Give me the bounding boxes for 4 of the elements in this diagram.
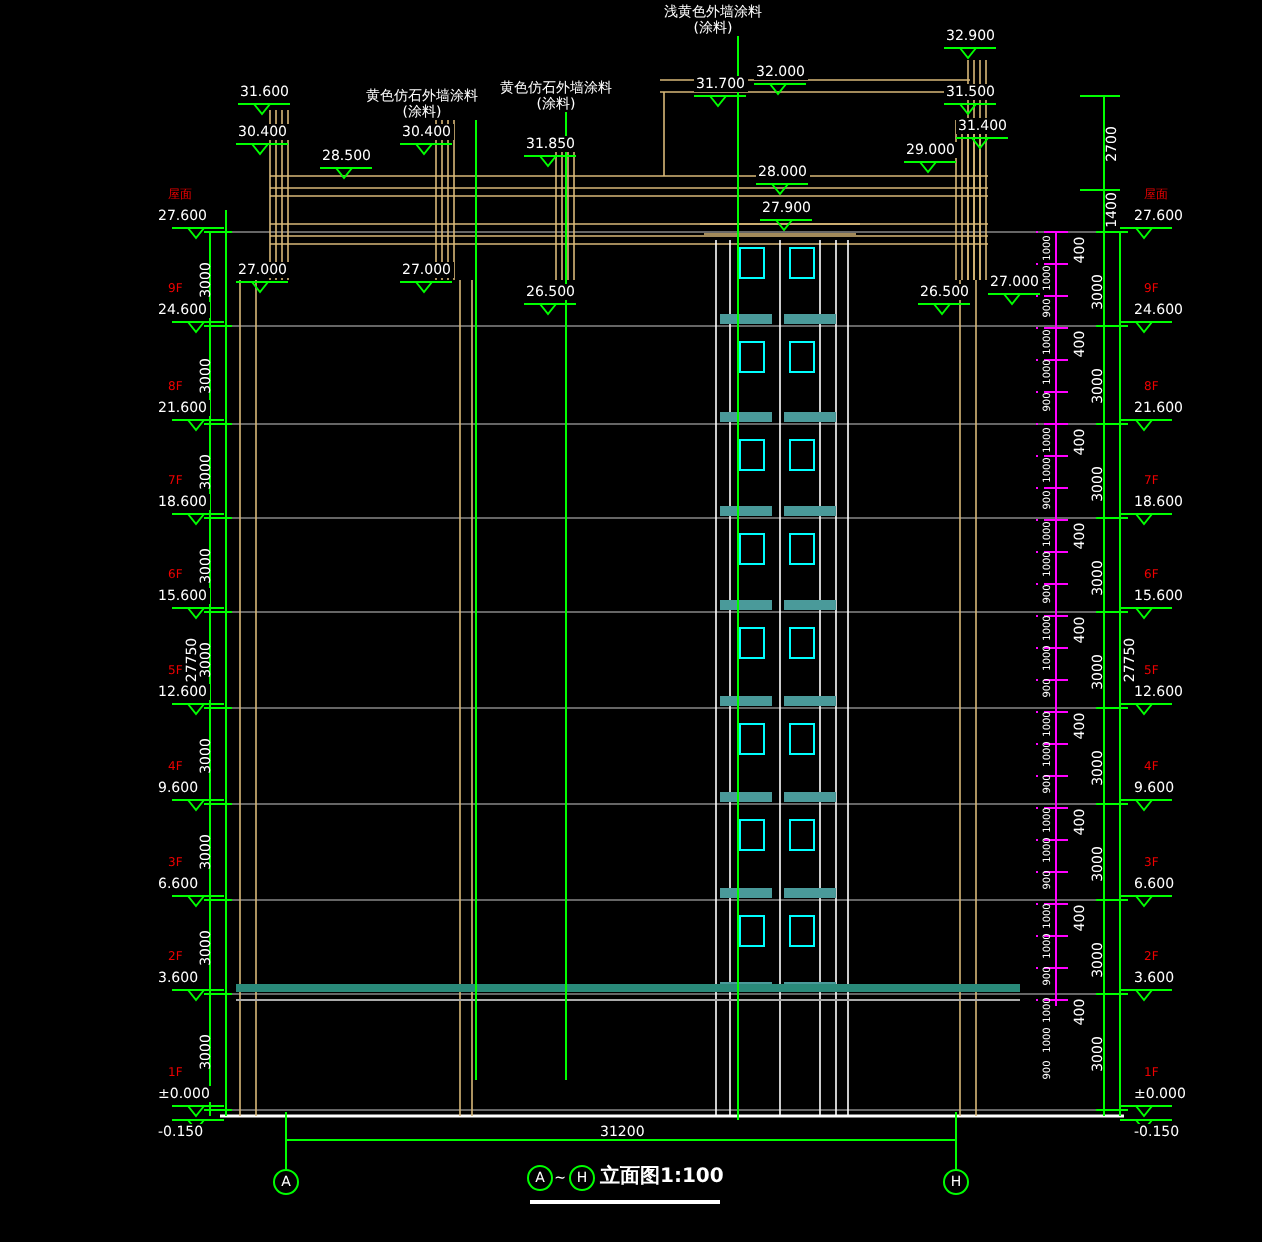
leader-line bbox=[737, 35, 739, 1121]
leader-line bbox=[475, 119, 477, 1081]
leader-line bbox=[565, 111, 567, 1081]
drawing-title: 立面图1:100 bbox=[600, 1166, 724, 1190]
